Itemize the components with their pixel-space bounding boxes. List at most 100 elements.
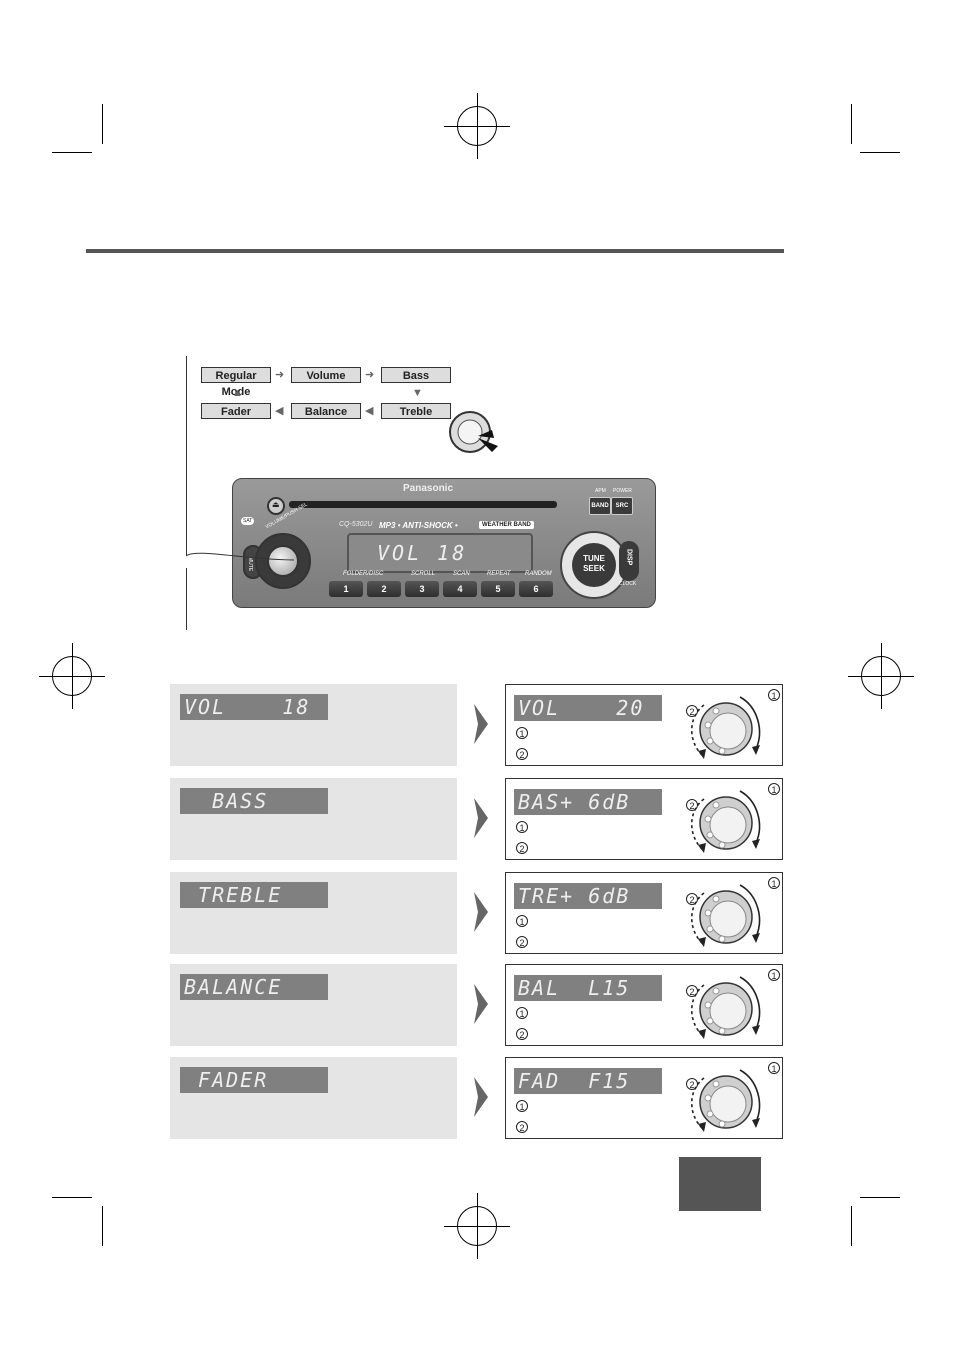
lcd-display-after: TRE+ 6dB bbox=[514, 883, 662, 909]
arrow-left-icon: ◀ bbox=[365, 405, 374, 417]
marker-two: 2 bbox=[516, 842, 528, 854]
preset-button-1[interactable]: 1 bbox=[329, 581, 363, 597]
arrow-left-icon: ◀ bbox=[275, 405, 284, 417]
lcd-display-before: TREBLE bbox=[180, 882, 328, 908]
mode-volume: Volume bbox=[291, 367, 361, 383]
registration-mark bbox=[848, 643, 914, 709]
tune-seek-center[interactable]: TUNE SEEK bbox=[572, 543, 616, 587]
car-stereo-unit: Panasonic ⏏ APM POWER BAND SRC SAT CQ-53… bbox=[232, 478, 656, 608]
disp-button[interactable]: DISP bbox=[619, 541, 639, 581]
tune-seek-control[interactable]: TUNE SEEK bbox=[560, 531, 628, 599]
crop-mark bbox=[860, 1197, 900, 1198]
power-label: POWER bbox=[613, 488, 632, 494]
rotary-knob-icon bbox=[682, 785, 772, 862]
step-panel-adjust: BAS+ 6dB 1 2 1 2 bbox=[505, 778, 783, 860]
step-panel-adjust: TRE+ 6dB 1 2 1 2 bbox=[505, 872, 783, 954]
preset-button-6[interactable]: 6 bbox=[519, 581, 553, 597]
marker-one: 1 bbox=[516, 1100, 528, 1112]
model-label: CQ-5302U bbox=[339, 521, 373, 528]
preset-button-3[interactable]: 3 bbox=[405, 581, 439, 597]
next-step-arrow-icon bbox=[474, 704, 488, 744]
disp-label: DISP bbox=[625, 549, 633, 566]
lcd-display-after: BAL L15 bbox=[514, 975, 662, 1001]
marker-one: 1 bbox=[516, 1007, 528, 1019]
preset-button-5[interactable]: 5 bbox=[481, 581, 515, 597]
marker-two: 2 bbox=[686, 893, 698, 905]
mode-bass: Bass bbox=[381, 367, 451, 383]
marker-one: 1 bbox=[768, 783, 780, 795]
preset-button-2[interactable]: 2 bbox=[367, 581, 401, 597]
crop-mark bbox=[860, 152, 900, 153]
next-step-arrow-icon bbox=[474, 984, 488, 1024]
radio-display: VOL 18 bbox=[347, 533, 533, 573]
bracket-line bbox=[186, 568, 187, 630]
tune-label: TUNE bbox=[583, 554, 605, 563]
marker-two: 2 bbox=[686, 985, 698, 997]
arrow-right-icon: ➜ bbox=[275, 369, 285, 381]
mute-label: MUTE bbox=[247, 557, 253, 572]
marker-one: 1 bbox=[516, 727, 528, 739]
step-panel-select: BALANCE bbox=[170, 964, 457, 1046]
src-button[interactable]: SRC bbox=[611, 497, 633, 515]
marker-two: 2 bbox=[686, 799, 698, 811]
next-step-arrow-icon bbox=[474, 798, 488, 838]
volume-knob-center[interactable] bbox=[267, 545, 299, 577]
step-panel-adjust: FAD F15 1 2 1 2 bbox=[505, 1057, 783, 1139]
marker-one: 1 bbox=[768, 969, 780, 981]
step-panel-select: TREBLE bbox=[170, 872, 457, 954]
eject-button[interactable]: ⏏ bbox=[267, 497, 285, 515]
folder-disc-label: FOLDER/DISC bbox=[343, 571, 384, 577]
sat-logo: SAT bbox=[241, 517, 255, 525]
page-number-tab bbox=[679, 1157, 761, 1211]
crop-mark bbox=[102, 104, 103, 144]
eject-icon: ⏏ bbox=[272, 500, 280, 509]
marker-one: 1 bbox=[768, 1062, 780, 1074]
marker-two: 2 bbox=[686, 705, 698, 717]
seek-label: SEEK bbox=[583, 564, 605, 573]
features-label: MP3 • ANTI-SHOCK • bbox=[379, 521, 458, 530]
brand-logo: Panasonic bbox=[403, 483, 454, 494]
lcd-display-before: FADER bbox=[180, 1067, 328, 1093]
registration-mark bbox=[39, 643, 105, 709]
band-button[interactable]: BAND bbox=[589, 497, 611, 515]
cd-slot bbox=[289, 501, 557, 508]
mode-treble: Treble bbox=[381, 403, 451, 419]
lcd-display-after: FAD F15 bbox=[514, 1068, 662, 1094]
section-rule bbox=[86, 249, 784, 253]
volume-knob[interactable] bbox=[255, 533, 311, 589]
crop-mark bbox=[851, 104, 852, 144]
arrow-down-icon: ▼ bbox=[412, 387, 423, 399]
rotary-knob-icon bbox=[682, 879, 772, 956]
mode-regular: Regular Mode bbox=[201, 367, 271, 398]
crop-mark bbox=[102, 1206, 103, 1246]
next-step-arrow-icon bbox=[474, 892, 488, 932]
marker-two: 2 bbox=[516, 1121, 528, 1133]
next-step-arrow-icon bbox=[474, 1077, 488, 1117]
arrow-right-icon: ➜ bbox=[365, 369, 375, 381]
scan-label: SCAN bbox=[453, 571, 470, 577]
registration-mark bbox=[444, 1193, 510, 1259]
callout-line bbox=[186, 552, 295, 561]
crop-mark bbox=[52, 1197, 92, 1198]
step-panel-adjust: VOL 20 1 2 1 2 bbox=[505, 684, 783, 766]
weather-band-label: WEATHER BAND bbox=[479, 521, 534, 529]
rotary-knob-icon bbox=[682, 971, 772, 1048]
lcd-display-after: BAS+ 6dB bbox=[514, 789, 662, 815]
random-label: RANDOM bbox=[525, 571, 552, 577]
crop-mark bbox=[851, 1206, 852, 1246]
lcd-display-before: VOL 18 bbox=[180, 694, 328, 720]
lcd-display-before: BALANCE bbox=[180, 974, 328, 1000]
repeat-label: REPEAT bbox=[487, 571, 511, 577]
apm-label: APM bbox=[595, 488, 606, 494]
marker-two: 2 bbox=[686, 1078, 698, 1090]
radio-display-text: VOL 18 bbox=[377, 541, 468, 565]
knob-press-icon bbox=[449, 411, 498, 453]
clock-label: CLOCK bbox=[619, 581, 637, 587]
rotary-knob-icon bbox=[682, 691, 772, 768]
crop-mark bbox=[52, 152, 92, 153]
preset-button-4[interactable]: 4 bbox=[443, 581, 477, 597]
bracket-line bbox=[186, 356, 187, 556]
marker-two: 2 bbox=[516, 1028, 528, 1040]
rotary-knob-icon bbox=[682, 1064, 772, 1141]
step-panel-select: FADER bbox=[170, 1057, 457, 1139]
